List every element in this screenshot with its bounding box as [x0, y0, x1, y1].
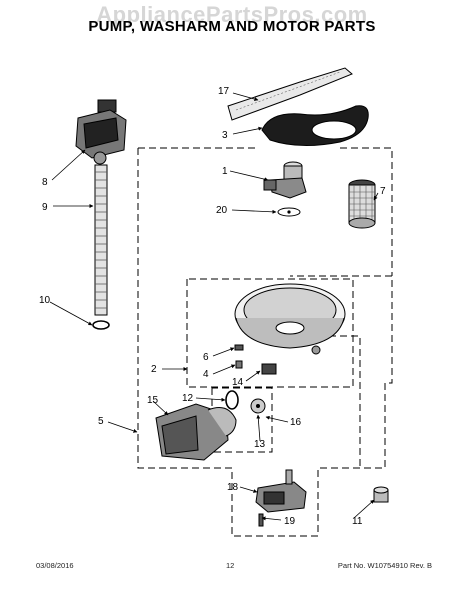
diverter-motor-part — [75, 99, 127, 165]
footer-date: 03/08/2016 — [36, 561, 74, 570]
footer-page-number: 12 — [226, 561, 235, 570]
spray-arm-part — [227, 67, 353, 121]
wash-arm-mount-part — [263, 161, 307, 199]
callout-3: 3 — [222, 130, 228, 141]
callout-15: 15 — [147, 395, 159, 406]
pump-subassembly-outline — [211, 387, 273, 453]
callout-2: 2 — [151, 364, 157, 375]
shroud-part — [261, 105, 369, 147]
watermark: AppliancePartsPros.com — [96, 2, 368, 27]
callout-1: 1 — [222, 166, 228, 177]
callout-17: 17 — [218, 86, 230, 97]
filter-part — [348, 179, 376, 229]
gasket-part — [225, 390, 239, 410]
callout-20: 20 — [216, 205, 228, 216]
callout-7: 7 — [380, 186, 386, 197]
callout-13: 13 — [254, 439, 266, 450]
callout-6: 6 — [203, 352, 209, 363]
sump-assembly-outline — [186, 278, 354, 388]
callout-8: 8 — [42, 177, 48, 188]
impeller-part — [250, 398, 266, 414]
leader-lines — [49, 92, 379, 521]
callout-18: 18 — [227, 482, 239, 493]
callout-11: 11 — [352, 516, 363, 527]
sump-part — [234, 283, 346, 355]
sensor-part — [261, 363, 277, 375]
callout-12: 12 — [182, 393, 194, 404]
page-title: PUMP, WASHARM AND MOTOR PARTS — [88, 18, 376, 35]
hose-part — [94, 164, 108, 316]
check-valve-part — [373, 486, 389, 503]
outer-assembly-outline — [137, 147, 393, 537]
pump-motor-part — [155, 403, 237, 461]
drain-clip-part — [258, 513, 264, 527]
screw-part — [234, 344, 244, 369]
seal-part — [277, 207, 301, 217]
callout-5: 5 — [98, 416, 104, 427]
callout-19: 19 — [284, 516, 296, 527]
callout-16: 16 — [290, 417, 302, 428]
callouts: 17 3 1 20 7 8 9 10 2 6 4 14 12 15 5 16 1… — [39, 86, 386, 527]
footer-part-number: Part No. W10754910 Rev. B — [337, 561, 432, 570]
callout-14: 14 — [232, 377, 244, 388]
drain-pump-part — [255, 469, 307, 513]
callout-4: 4 — [203, 369, 209, 380]
callout-9: 9 — [42, 202, 48, 213]
drain-line-outline — [318, 335, 361, 470]
callout-10: 10 — [39, 295, 51, 306]
clamp-part — [92, 320, 110, 330]
